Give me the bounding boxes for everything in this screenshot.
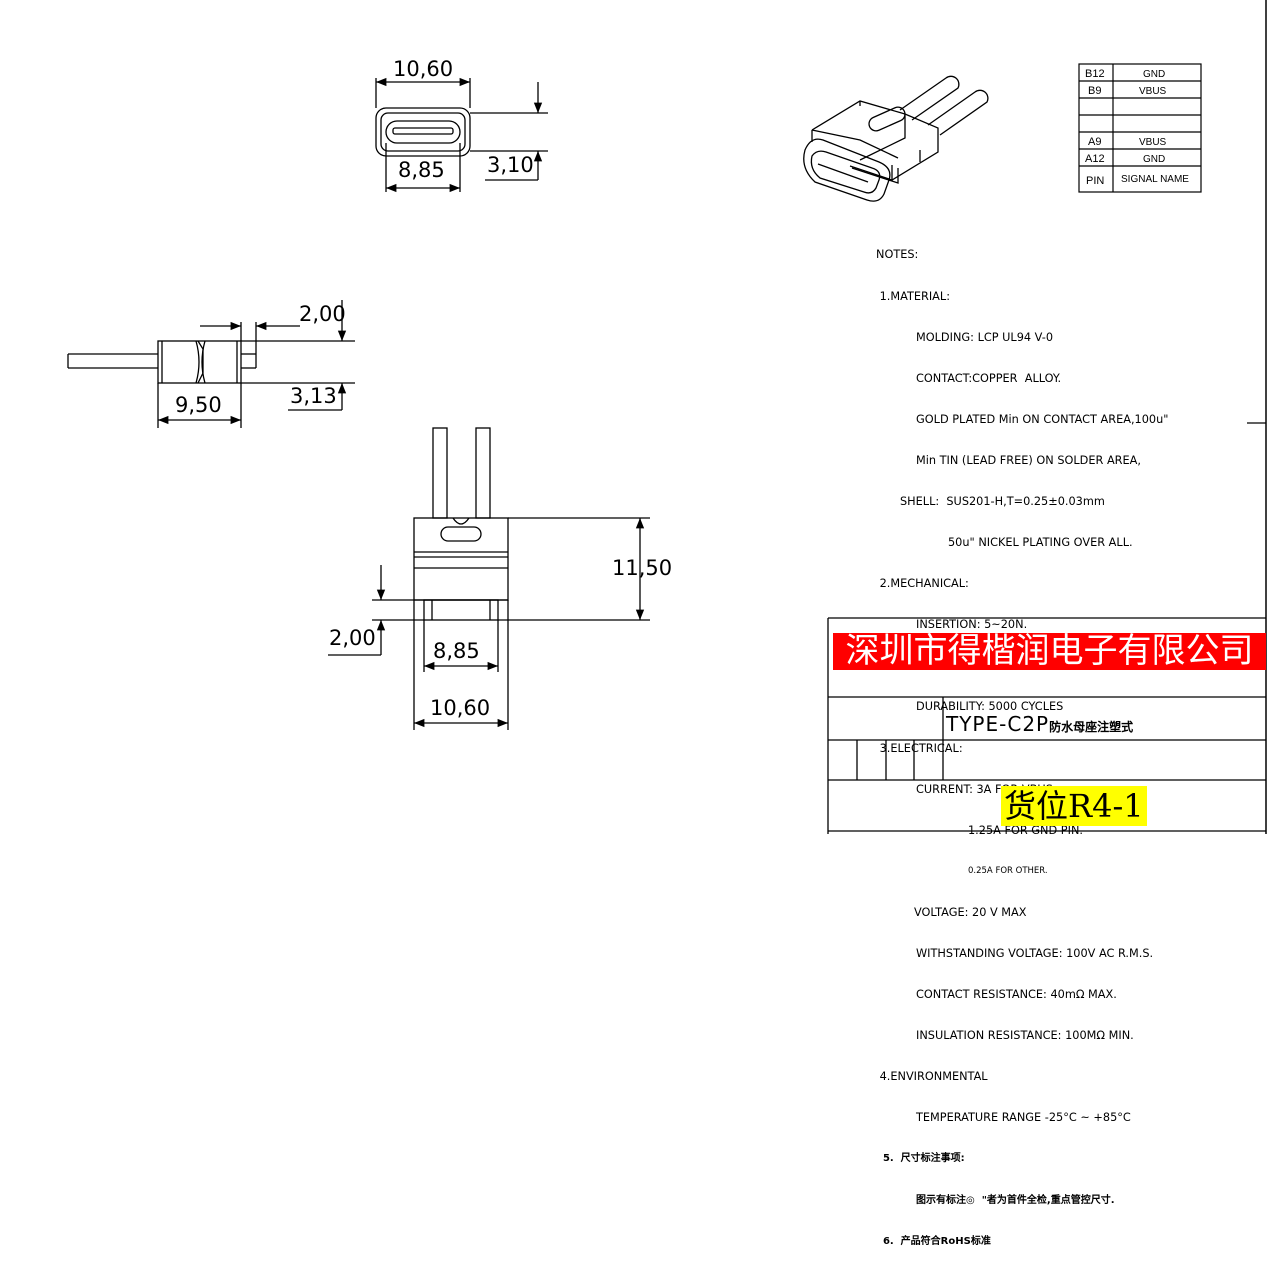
note-line: INSERTION: 5~20N. [916, 618, 1028, 632]
pin-cell: A9 [1088, 136, 1101, 148]
title-block [827, 422, 1266, 834]
top-inner-dim: 8,85 [398, 158, 445, 182]
note-line: 3.ELECTRICAL: [876, 741, 963, 755]
technical-drawing: 10,60 8,85 3,10 2,00 9,50 3,13 [67, 0, 1267, 834]
side-height-dim: 3,13 [290, 384, 337, 408]
front-view [328, 427, 650, 730]
note-line: CONTACT RESISTANCE: 40mΩ MAX. [916, 988, 1117, 1002]
front-height-dim: 11,50 [612, 556, 672, 580]
note-line: Min TIN (LEAD FREE) ON SOLDER AREA, [916, 453, 1141, 467]
isometric-view [803, 75, 989, 202]
signal-cell: VBUS [1139, 137, 1167, 148]
pin-cell: B12 [1085, 68, 1105, 80]
note-line: 50u" NICKEL PLATING OVER ALL. [948, 536, 1133, 550]
note-line: CONTACT:COPPER ALLOY. [916, 371, 1062, 385]
note-line: DURABILITY: 5000 CYCLES [916, 700, 1064, 714]
company-name: 深圳市得楷润电子有限公司 [833, 633, 1266, 670]
front-inner-dim: 8,85 [433, 639, 480, 663]
storage-location: 货位R4-1 [1001, 786, 1147, 826]
note-line: 0.25A FOR OTHER. [968, 865, 1048, 876]
note-line: 4.ENVIRONMENTAL [876, 1070, 988, 1084]
note-line: VOLTAGE: 20 V MAX [914, 905, 1027, 919]
side-length-dim: 9,50 [175, 393, 222, 417]
front-gap-dim: 2,00 [329, 626, 376, 650]
product-suffix: 防水母座注塑式 [1049, 720, 1134, 734]
pin-cell: B9 [1088, 85, 1101, 97]
note-line: 1.MATERIAL: [876, 289, 951, 303]
note-line: GOLD PLATED Min ON CONTACT AREA,100u" [916, 412, 1169, 426]
note-line: 6. 产品符合RoHS标准 [876, 1235, 991, 1247]
pin-table [1078, 63, 1202, 193]
note-line: 1.25A FOR GND PIN. [968, 823, 1083, 837]
note-line: SHELL: SUS201-H,T=0.25±0.03mm [900, 494, 1105, 508]
note-line: 图示有标注◎ "者为首件全检,重点管控尺寸. [916, 1194, 1115, 1206]
note-line: MOLDING: LCP UL94 V-0 [916, 330, 1054, 344]
product-title: TYPE-C2P防水母座注塑式 [946, 712, 1133, 736]
note-line: TEMPERATURE RANGE -25°C ~ +85°C [916, 1111, 1131, 1125]
pin-cell: A12 [1085, 153, 1105, 165]
side-view [67, 300, 355, 428]
signal-cell: VBUS [1139, 86, 1167, 97]
notes-block: NOTES: 1.MATERIAL: MOLDING: LCP UL94 V-0… [876, 221, 1168, 1262]
top-width-dim: 10,60 [393, 57, 453, 81]
signal-header: SIGNAL NAME [1121, 174, 1189, 185]
pin-header: PIN [1086, 175, 1104, 187]
top-view [375, 77, 548, 193]
product-code: TYPE-C2P [946, 712, 1050, 736]
note-line: 2.MECHANICAL: [876, 577, 969, 591]
signal-cell: GND [1143, 154, 1165, 165]
note-line: WITHSTANDING VOLTAGE: 100V AC R.M.S. [916, 947, 1154, 960]
signal-cell: GND [1143, 69, 1165, 80]
note-line: NOTES: [876, 248, 919, 262]
top-height-dim: 3,10 [487, 153, 534, 177]
front-width-dim: 10,60 [430, 696, 490, 720]
note-line: 5. 尺寸标注事项: [876, 1153, 965, 1165]
side-pin-dim: 2,00 [299, 302, 346, 326]
note-line: INSULATION RESISTANCE: 100MΩ MIN. [916, 1029, 1134, 1043]
